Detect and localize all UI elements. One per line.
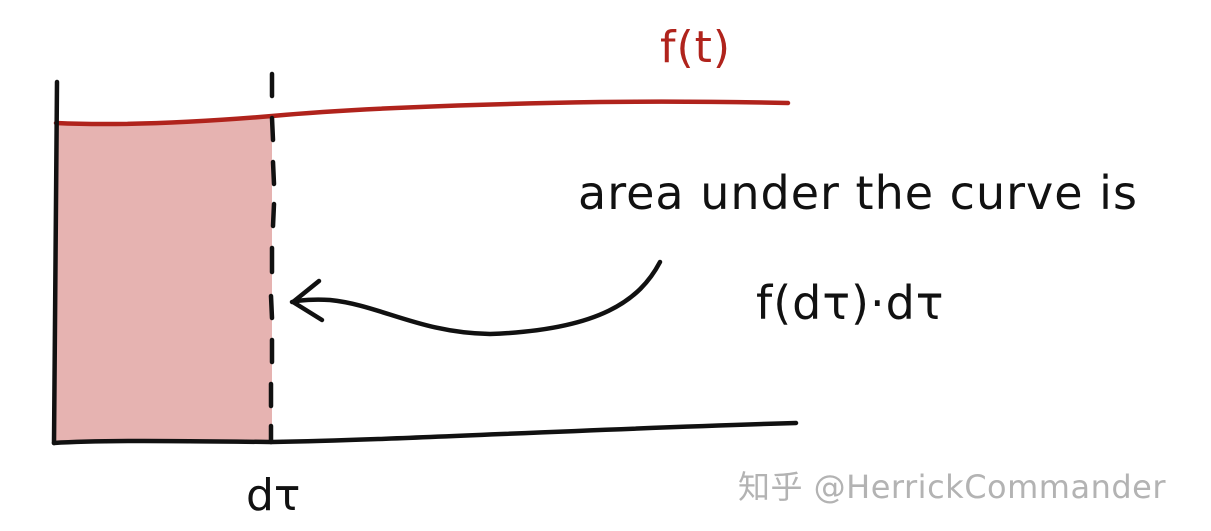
x-tick-label-dtau: dτ <box>246 470 301 521</box>
arrow-icon <box>289 259 663 337</box>
dashed-line-dtau <box>268 71 277 445</box>
shaded-area <box>56 116 272 442</box>
x-axis <box>51 420 799 446</box>
y-axis <box>51 79 60 446</box>
curve-label: f(t) <box>660 22 732 73</box>
watermark: 知乎 @HerrickCommander <box>738 468 1167 506</box>
curve-f-t <box>53 99 791 127</box>
annotation-text: area under the curve is <box>578 166 1138 220</box>
annotation-formula: f(dτ)·dτ <box>756 276 945 330</box>
